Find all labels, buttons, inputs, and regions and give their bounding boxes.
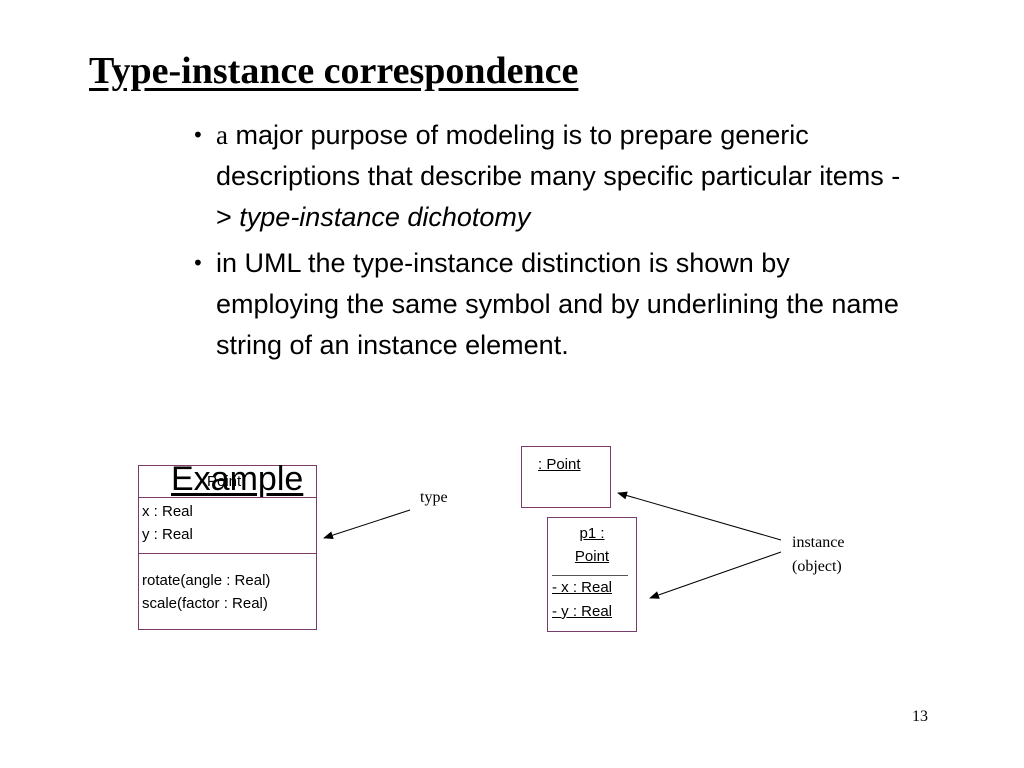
bullet-lead-word: a (216, 120, 228, 150)
instance-arrow-anonymous (617, 491, 782, 541)
instance-name: : Point (538, 456, 581, 473)
class-operation: scale(factor : Real) (142, 595, 268, 612)
class-attribute: x : Real (142, 503, 193, 520)
class-name-divider (139, 497, 316, 498)
page-number: 13 (912, 708, 928, 725)
bullet-dot-icon: • (192, 123, 204, 147)
instance-label: instance (792, 534, 845, 551)
class-operation: rotate(angle : Real) (142, 572, 271, 589)
bullet-item-uml: • in UML the type-instance distinction i… (190, 243, 910, 366)
type-arrow (323, 509, 411, 540)
example-heading: Example (171, 460, 304, 498)
class-name: Point (207, 473, 242, 490)
instance-name-line: Point (574, 548, 610, 565)
class-attribute-divider (139, 553, 316, 554)
uml-class-box: Point x : Real y : Real rotate(angle : R… (138, 465, 317, 630)
instance-name-line: p1 : (579, 525, 605, 542)
bullet-text: in UML the type-instance distinction is … (216, 248, 899, 360)
bullet-text: major purpose of modeling is to prepare … (216, 120, 901, 232)
slide-title: Type-instance correspondence (89, 50, 579, 92)
uml-anonymous-instance-box: : Point (521, 446, 611, 508)
bullet-emphasis: type-instance dichotomy (239, 202, 531, 232)
bullet-list: • a major purpose of modeling is to prep… (190, 115, 910, 371)
instance-attribute: - y : Real (552, 603, 613, 620)
uml-named-instance-box: p1 : Point - x : Real - y : Real (547, 517, 637, 632)
instance-divider (552, 575, 628, 576)
object-label: (object) (792, 558, 842, 575)
instance-arrow-named (649, 551, 782, 599)
bullet-dot-icon: • (192, 251, 204, 275)
bullet-item-purpose: • a major purpose of modeling is to prep… (190, 115, 910, 238)
class-attribute: y : Real (142, 526, 193, 543)
type-label: type (420, 489, 448, 506)
instance-attribute: - x : Real (552, 579, 613, 596)
